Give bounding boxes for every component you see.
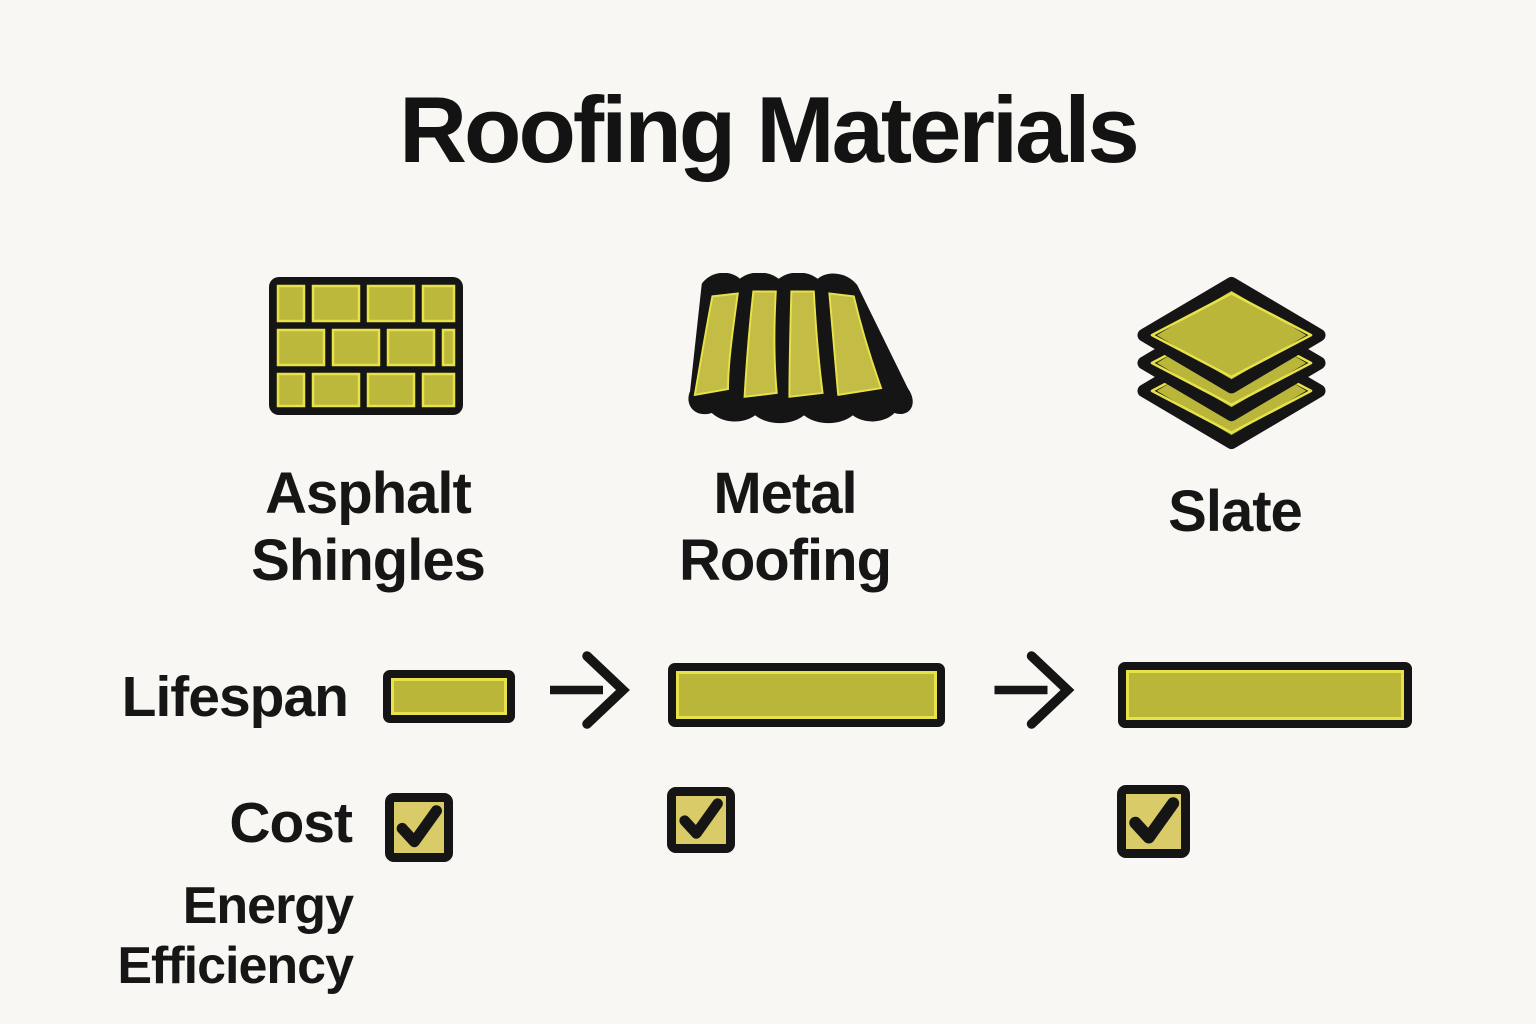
energy-efficiency-row-label: Energy Efficiency [58,876,354,996]
lifespan-row-label: Lifespan [121,665,349,729]
material-label-line: Asphalt [265,461,472,526]
energy-label-line: Efficiency [117,937,354,995]
checkmark-icon [679,798,724,840]
asphalt-shingles-icon [269,277,463,420]
right-arrow-icon [985,650,1080,735]
material-label-line: Shingles [251,528,486,593]
right-arrow-icon [543,650,633,735]
cost-checkbox-asphalt [385,793,453,862]
cost-row-label: Cost [229,791,353,855]
checkmark-icon [1129,797,1180,844]
material-label-line: Slate [1168,479,1303,544]
material-label-asphalt-shingles: Asphalt Shingles [218,460,518,594]
material-label-metal-roofing: Metal Roofing [635,460,935,594]
cost-checkbox-slate [1117,785,1190,858]
material-label-line: Roofing [678,528,892,593]
page-title: Roofing Materials [399,77,1140,182]
metal-roofing-icon [650,272,923,434]
material-label-line: Metal [713,461,857,526]
energy-label-line: Energy [182,877,354,935]
lifespan-bar-metal [668,663,945,727]
cost-checkbox-metal [667,787,735,853]
lifespan-bar-slate [1118,662,1412,728]
material-label-slate: Slate [1085,478,1385,545]
lifespan-bar-asphalt [383,670,515,723]
checkmark-icon [396,805,443,848]
slate-layers-icon [1135,273,1328,458]
